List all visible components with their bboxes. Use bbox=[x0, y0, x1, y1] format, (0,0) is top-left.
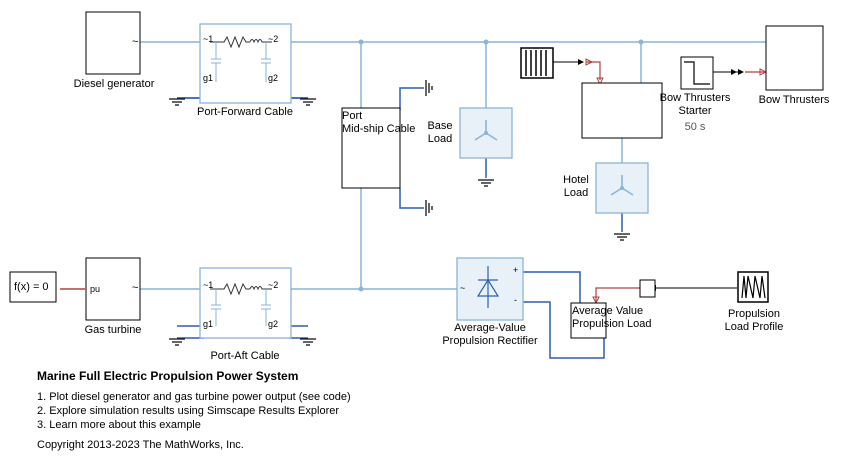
fwd-n1-label: ~1 bbox=[203, 34, 214, 44]
physical-signal-arrows bbox=[585, 58, 768, 305]
diesel-generator-label: Diesel generator bbox=[73, 78, 155, 90]
base-load-block[interactable] bbox=[459, 107, 513, 159]
model-title: Marine Full Electric Propulsion Power Sy… bbox=[37, 369, 299, 383]
rectifier-minus-label: - bbox=[514, 295, 517, 305]
gas-turbine-block[interactable] bbox=[85, 257, 141, 321]
copyright: Copyright 2013-2023 The MathWorks, Inc. bbox=[37, 439, 244, 451]
port-forward-cable-label: Port-Forward Cable bbox=[197, 106, 293, 118]
propulsion-load-profile-label: Propulsion Load Profile bbox=[724, 308, 784, 333]
fwd-g2-label: g2 bbox=[268, 73, 279, 83]
bow-thrusters-block[interactable] bbox=[765, 25, 824, 91]
hotel-signal-source-block[interactable] bbox=[520, 47, 554, 79]
note-plot-link[interactable]: 1. Plot diesel generator and gas turbine… bbox=[37, 391, 351, 403]
aft-n1-label: ~1 bbox=[203, 280, 214, 290]
aft-g2-label: g2 bbox=[268, 319, 279, 329]
port-forward-cable-block[interactable] bbox=[199, 23, 292, 104]
electrical-connections bbox=[60, 41, 768, 290]
base-load-label: Base Load bbox=[427, 120, 453, 145]
rectifier-block[interactable] bbox=[456, 257, 524, 321]
hotel-load-block[interactable] bbox=[595, 162, 649, 214]
hotel-load-label: Hotel Load bbox=[563, 174, 589, 199]
signal-converter-block[interactable] bbox=[639, 279, 656, 298]
aft-n2-label: ~2 bbox=[268, 280, 279, 290]
gas-port-label: ~ bbox=[132, 282, 139, 294]
gas-pu-port-label: pu bbox=[90, 284, 101, 294]
rectifier-plus-label: + bbox=[513, 265, 519, 275]
port-aft-cable-label: Port-Aft Cable bbox=[210, 350, 280, 362]
fx-solver-block[interactable] bbox=[9, 271, 57, 303]
port-midship-cable-label: Port Mid-ship Cable bbox=[342, 110, 416, 135]
hotel-load-controller-block[interactable] bbox=[581, 82, 663, 139]
fwd-g1-label: g1 bbox=[203, 73, 214, 83]
note-learn-more-link[interactable]: 3. Learn more about this example bbox=[37, 419, 201, 431]
bow-thrusters-label: Bow Thrusters bbox=[758, 94, 830, 106]
port-aft-cable-block[interactable] bbox=[199, 267, 292, 339]
propulsion-load-block[interactable] bbox=[570, 302, 607, 339]
note-explore-link[interactable]: 2. Explore simulation results using Sims… bbox=[37, 405, 340, 417]
gas-turbine-label: Gas turbine bbox=[84, 324, 142, 336]
propulsion-load-label: Average Value Propulsion Load bbox=[572, 305, 652, 330]
bow-thrusters-starter-label: Bow Thrusters Starter bbox=[659, 92, 731, 117]
diesel-port-label: ~ bbox=[132, 36, 139, 48]
bus-junctions bbox=[358, 39, 644, 292]
fx-block-label: f(x) = 0 bbox=[14, 281, 49, 293]
aft-g1-label: g1 bbox=[203, 319, 214, 329]
propulsion-load-profile-block[interactable] bbox=[737, 271, 769, 303]
rectifier-ac-port-label: ~ bbox=[460, 283, 466, 293]
fwd-n2-label: ~2 bbox=[268, 34, 279, 44]
port-midship-cable-block[interactable] bbox=[341, 107, 401, 189]
diesel-generator-block[interactable] bbox=[85, 11, 141, 75]
bow-thrusters-starter-block[interactable] bbox=[680, 56, 714, 90]
bow-thrusters-starter-param: 50 s bbox=[684, 121, 706, 133]
rectifier-label: Average-Value Propulsion Rectifier bbox=[442, 322, 538, 347]
